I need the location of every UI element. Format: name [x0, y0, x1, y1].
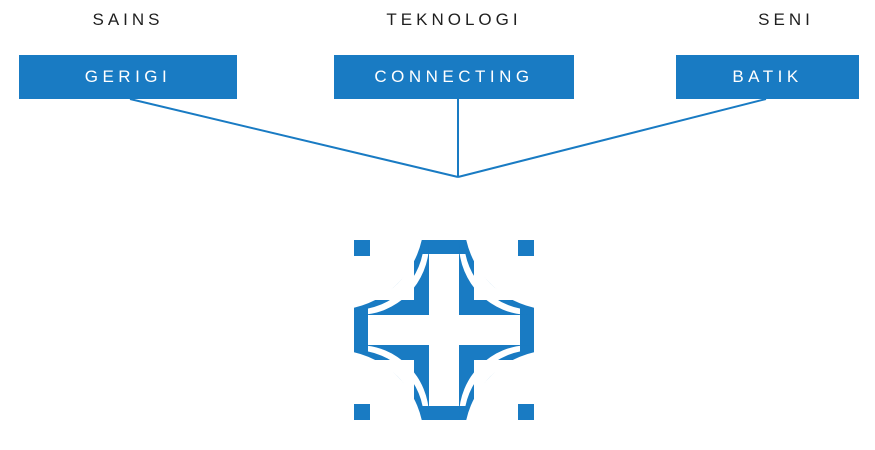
tag-batik: BATIK	[676, 55, 859, 99]
logo-group	[334, 220, 554, 440]
tag-connecting: CONNECTING	[334, 55, 574, 99]
category-seni: SENI	[758, 10, 814, 29]
connector-line-batik	[457, 98, 767, 178]
logo-center-square	[429, 315, 459, 345]
tag-gerigi: GERIGI	[19, 55, 237, 99]
category-teknologi: TEKNOLOGI	[386, 10, 522, 29]
connector-line-gerigi	[129, 98, 459, 178]
category-sains: SAINS	[92, 10, 164, 29]
